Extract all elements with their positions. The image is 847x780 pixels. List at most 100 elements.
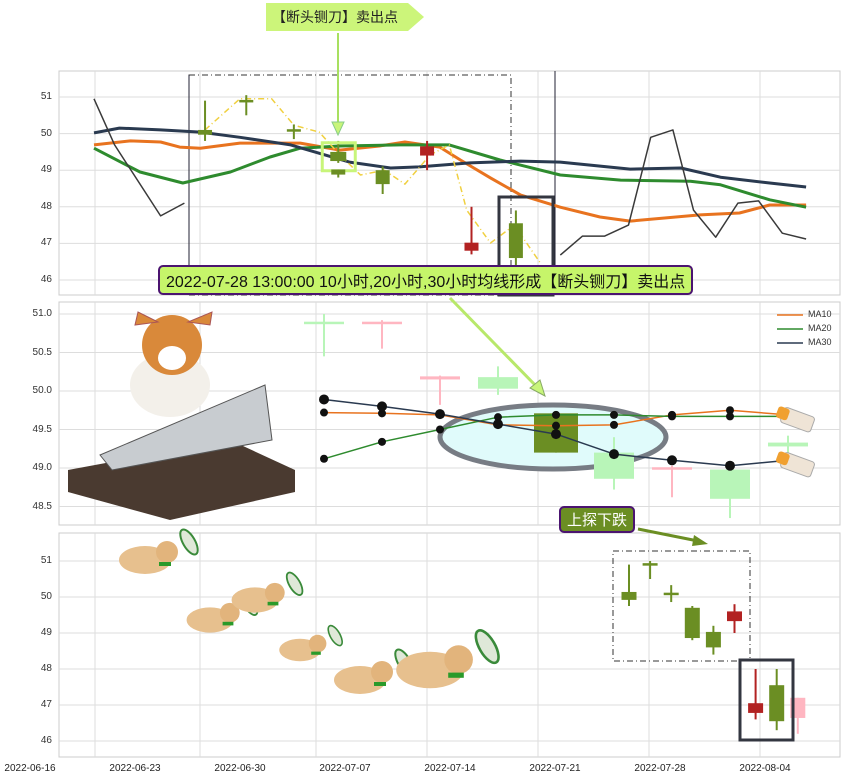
series-ma30: [93, 126, 807, 189]
candle-body: [663, 592, 679, 596]
cleaver-icon: [775, 406, 815, 433]
x-tick-label: 2022-07-28: [634, 763, 686, 774]
corgi-ears-icon: [134, 311, 213, 326]
x-tick-label: 2022-06-30: [214, 763, 266, 774]
corgi-guillotine-illustration: [68, 311, 295, 520]
saw-blade-icon: [99, 384, 273, 471]
y-tick-label: 48: [40, 663, 52, 674]
x-tick-label: 2022-07-21: [529, 763, 581, 774]
candle-body: [710, 469, 750, 499]
x-tick-label: 2022-07-14: [424, 763, 476, 774]
series-marker: [377, 401, 387, 412]
dog-head: [371, 661, 393, 683]
panel-frame: [58, 532, 841, 758]
flying-dog-icon: [231, 571, 304, 613]
dog-head: [219, 602, 240, 623]
legend-label: MA20: [808, 323, 832, 333]
dashdot-region: [612, 550, 751, 662]
dog-propeller: [179, 528, 199, 556]
candle-body: [727, 611, 742, 622]
cleaver-handle: [775, 451, 790, 466]
x-tick-label: 2022-06-23: [109, 763, 161, 774]
series-marker: [552, 410, 560, 419]
legend-label: MA10: [808, 309, 832, 319]
candle-body: [478, 377, 518, 389]
series-marker: [610, 420, 618, 429]
signal-annotation: 2022-07-28 13:00:00 10小时,20小时,30小时均线形成【断…: [158, 265, 694, 295]
candle-body: [748, 703, 764, 713]
candle-body: [330, 151, 347, 162]
series-marker: [378, 437, 386, 446]
y-tick-label: 49: [40, 627, 52, 638]
annotation-arrow-shaft: [448, 296, 540, 390]
y-tick-label: 50.0: [32, 385, 52, 396]
y-tick-label: 51.0: [32, 308, 52, 319]
dip-annotation: 上探下跌: [559, 506, 636, 533]
y-tick-label: 50: [40, 591, 52, 602]
sell-point-arrow-label: 【断头铡刀】卖出点: [266, 3, 424, 31]
dog-collar: [222, 621, 234, 626]
y-tick-label: 50: [40, 127, 52, 139]
candle-body: [362, 321, 402, 325]
series-marker: [668, 412, 676, 421]
y-tick-label: 47: [40, 237, 52, 249]
series-marker: [609, 449, 619, 460]
candle-body: [621, 591, 637, 600]
legend-label: MA30: [808, 337, 832, 347]
y-tick-label: 49: [40, 164, 52, 176]
x-tick-label: 2022-06-16: [4, 763, 56, 774]
dog-head: [264, 582, 285, 603]
series-marker: [494, 413, 502, 422]
dog-collar: [311, 651, 321, 655]
series-marker: [551, 429, 561, 440]
series-marker: [610, 410, 618, 419]
flying-dog-icon: [119, 528, 199, 574]
series-raw: [93, 98, 807, 256]
flying-dog-icon: [279, 624, 343, 662]
y-tick-label: 46: [40, 274, 52, 285]
dashdot-region: [188, 74, 512, 296]
dip-arrow-head: [692, 535, 708, 546]
dip-arrow-shaft: [637, 527, 699, 543]
x-tick-label: 2022-07-07: [319, 763, 371, 774]
candle-body: [769, 685, 785, 722]
candle-body: [705, 631, 721, 648]
dog-propeller: [285, 571, 304, 596]
candle-body: [286, 129, 301, 132]
dog-collar: [267, 601, 279, 606]
annotation-arrow-head: [529, 379, 546, 398]
candle-body: [684, 607, 700, 639]
series-marker: [493, 419, 503, 430]
cleaver-icon: [775, 451, 815, 478]
y-tick-label: 50.5: [32, 346, 52, 358]
candle-body: [331, 169, 346, 175]
series-marker: [378, 409, 386, 418]
candle-body: [304, 321, 344, 325]
candle-body: [508, 223, 523, 259]
x-tick-label: 2022-08-04: [739, 763, 791, 774]
series-marker: [436, 425, 444, 434]
series-marker: [726, 406, 734, 415]
dog-head: [308, 634, 327, 653]
series-marker: [667, 455, 677, 466]
candle-body: [652, 467, 692, 470]
dog-collar: [448, 672, 464, 678]
candle-body: [768, 442, 808, 447]
y-tick-label: 51: [40, 555, 52, 566]
candle-body: [464, 242, 479, 251]
dog-head: [156, 541, 178, 563]
series-marker: [320, 454, 328, 463]
dog-collar: [159, 562, 171, 566]
cleaver-handle: [775, 406, 790, 421]
candle-body: [239, 99, 254, 103]
panel-frame: [58, 70, 841, 296]
dog-head: [444, 645, 473, 674]
dog-collar: [374, 682, 386, 686]
flying-dog-icon: [396, 629, 500, 689]
candle-body: [198, 129, 213, 135]
candle-body: [642, 563, 658, 566]
dog-propeller: [474, 629, 500, 665]
y-tick-label: 49.5: [32, 423, 52, 435]
